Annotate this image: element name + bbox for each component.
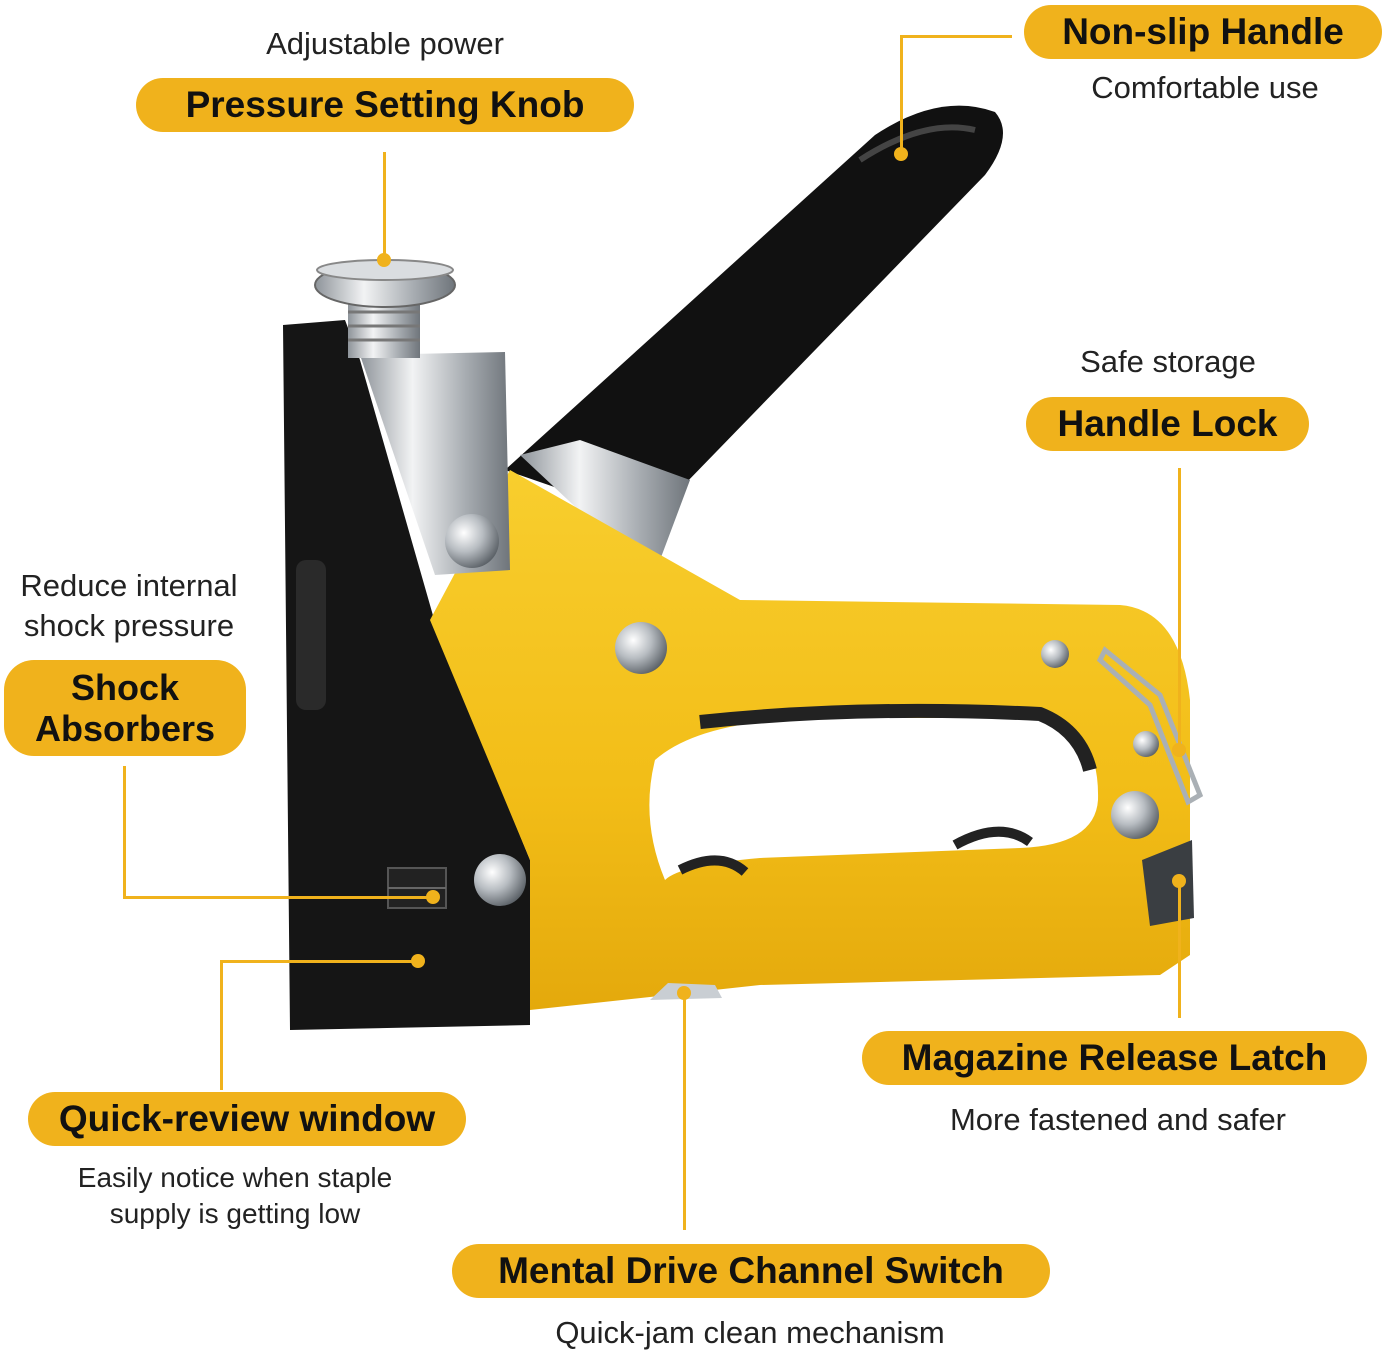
shock-absorbers-label-line1: Shock bbox=[70, 666, 180, 708]
leader-handle-lock bbox=[1178, 468, 1181, 750]
pressure-knob-caption: Adjustable power bbox=[266, 26, 504, 61]
magazine-latch-label: Magazine Release Latch bbox=[862, 1031, 1367, 1085]
black-handle bbox=[505, 105, 1003, 521]
shock-absorbers-label-line2: Absorbers bbox=[34, 708, 216, 749]
quick-review-caption-line2: supply is getting low bbox=[109, 1198, 361, 1230]
drive-channel-label: Mental Drive Channel Switch bbox=[452, 1244, 1050, 1298]
leader-magazine-latch bbox=[1178, 880, 1181, 1018]
handle-lock-caption: Safe storage bbox=[1080, 344, 1256, 379]
leader-quick-review-horizontal bbox=[220, 960, 418, 963]
drive-channel-caption: Quick-jam clean mechanism bbox=[555, 1315, 945, 1350]
magazine-latch-caption: More fastened and safer bbox=[949, 1102, 1287, 1137]
leader-shock-absorbers bbox=[123, 766, 126, 898]
leader-drive-channel bbox=[683, 992, 686, 1230]
leader-dot bbox=[1172, 743, 1186, 757]
shock-absorbers-label: Shock Absorbers bbox=[4, 660, 246, 756]
leader-dot bbox=[377, 253, 391, 267]
leader-dot bbox=[677, 986, 691, 1000]
leader-pressure-knob bbox=[383, 152, 386, 260]
pressure-knob-label: Pressure Setting Knob bbox=[136, 78, 634, 132]
quick-review-caption-line1: Easily notice when staple bbox=[77, 1162, 393, 1193]
handle-lock-wire bbox=[1096, 646, 1204, 806]
knob-stem bbox=[348, 300, 420, 358]
quick-review-caption: Easily notice when staple supply is gett… bbox=[40, 1160, 430, 1233]
shock-absorbers-caption: Reduce internal shock pressure bbox=[0, 566, 258, 647]
shock-absorbers-caption-line2: shock pressure bbox=[23, 608, 235, 644]
leader-shock-absorbers-horizontal bbox=[123, 896, 433, 899]
leader-quick-review bbox=[220, 960, 223, 1090]
leader-dot bbox=[426, 890, 440, 904]
leader-dot bbox=[411, 954, 425, 968]
handle-lock-label: Handle Lock bbox=[1026, 397, 1309, 451]
non-slip-handle-label: Non-slip Handle bbox=[1024, 5, 1382, 59]
black-frame bbox=[283, 320, 530, 1030]
leader-dot bbox=[1172, 874, 1186, 888]
quick-review-label: Quick-review window bbox=[28, 1092, 466, 1146]
non-slip-handle-caption: Comfortable use bbox=[1091, 70, 1319, 105]
leader-dot bbox=[894, 147, 908, 161]
shock-absorbers-caption-line1: Reduce internal bbox=[20, 568, 238, 603]
leader-non-slip-handle bbox=[900, 35, 1012, 38]
grip-opening bbox=[649, 718, 1099, 880]
leader-non-slip-handle-vertical bbox=[900, 35, 903, 153]
magazine-latch bbox=[1142, 840, 1194, 926]
